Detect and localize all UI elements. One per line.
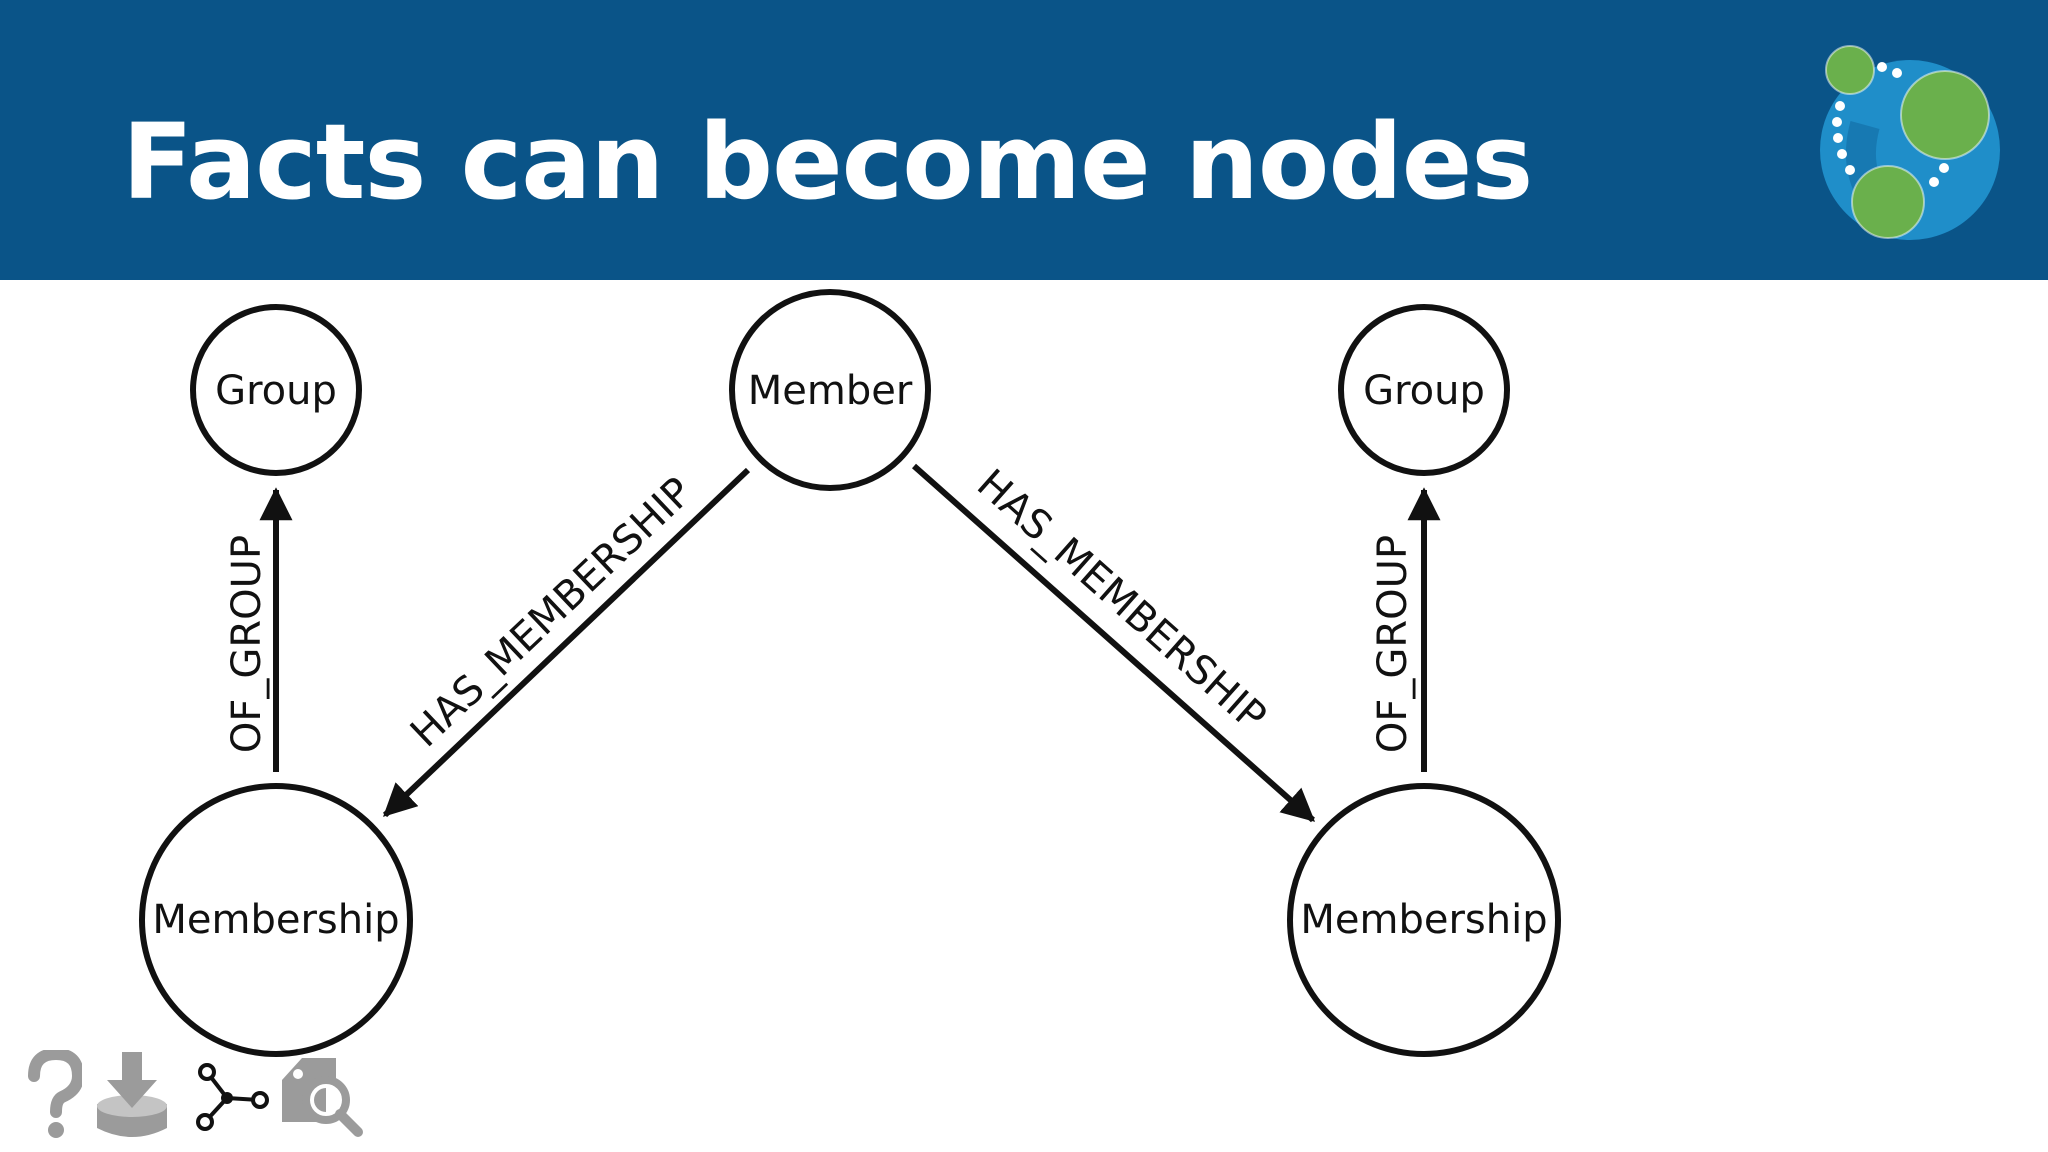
title-banner: Facts can become nodes [0,0,2048,280]
membership-node-right: Membership [1287,783,1561,1057]
member-node-label: Member [748,368,913,414]
of-group-left-label: OF_GROUP [224,535,270,753]
has-membership-left-edge [382,467,751,818]
download-icon[interactable] [92,1050,172,1140]
search-tag-icon[interactable] [278,1050,364,1140]
group-node-right: Group [1338,304,1510,476]
has-membership-right-edge [912,463,1316,823]
neo4j-logo-icon [1810,40,2010,250]
has-membership-left-label: HAS_MEMBERSHIP [402,469,701,756]
graph-icon[interactable] [190,1050,272,1140]
of-group-right-label: OF_GROUP [1370,535,1416,753]
membership-node-right-label: Membership [1300,897,1547,943]
group-node-left-label: Group [215,368,337,414]
help-icon[interactable] [26,1050,82,1140]
has-membership-right-label: HAS_MEMBERSHIP [968,461,1275,740]
membership-node-left: Membership [139,783,413,1057]
presentation-toolbar [20,1050,380,1140]
group-node-left: Group [190,304,362,476]
graph-diagram: OF_GROUP HAS_MEMBERSHIP HAS_MEMBERSHIP O… [139,289,1561,1057]
member-node: Member [729,289,931,491]
membership-node-left-label: Membership [152,897,399,943]
group-node-right-label: Group [1363,368,1485,414]
slide-title: Facts can become nodes [122,101,1533,223]
